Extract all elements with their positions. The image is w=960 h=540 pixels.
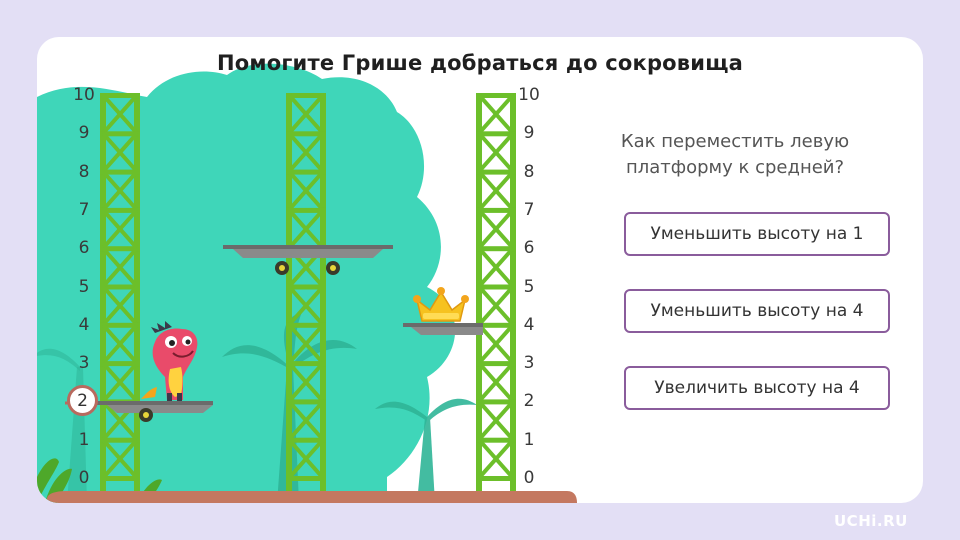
- right-platform: [403, 323, 483, 335]
- scale-tick: 3: [523, 353, 535, 374]
- current-level-badge: 2: [67, 385, 98, 416]
- scale-tick: 10: [518, 85, 540, 105]
- jungle-scene: [37, 63, 577, 503]
- scale-tick: 8: [523, 161, 535, 182]
- scale-tick: 8: [78, 161, 90, 182]
- answer-option-3[interactable]: Увеличить высоту на 4: [624, 366, 890, 410]
- scale-tick: 4: [523, 314, 535, 335]
- dinosaur-character: [141, 321, 198, 401]
- scale-tick: 5: [523, 276, 535, 297]
- scale-tick: 9: [523, 123, 535, 144]
- scale-tick: 2: [523, 391, 535, 412]
- answer-option-2[interactable]: Уменьшить высоту на 4: [624, 289, 890, 333]
- scale-tick: 3: [78, 353, 90, 374]
- page-title: Помогите Грише добраться до сокровища: [216, 51, 743, 75]
- scale-tick: 10: [73, 85, 95, 105]
- scale-tick: 4: [78, 314, 90, 335]
- scale-tick: 7: [523, 199, 535, 220]
- ground: [47, 491, 577, 503]
- scale-tick: 6: [78, 238, 90, 259]
- answer-option-1[interactable]: Уменьшить высоту на 1: [624, 212, 890, 256]
- middle-platform: [223, 245, 393, 275]
- jungle-backdrop: [37, 63, 456, 503]
- scale-tick: 5: [78, 276, 90, 297]
- lattice-tower: [100, 93, 140, 491]
- towers: [100, 93, 516, 491]
- scale-tick: 1: [523, 429, 535, 450]
- crown-icon: [413, 287, 469, 322]
- scale-tick: 7: [78, 199, 90, 220]
- scale-tick: 0: [523, 468, 535, 488]
- uchi-logo: UCHi.RU: [834, 512, 908, 530]
- question-text: Как переместить левую платформу к средне…: [620, 131, 850, 178]
- lattice-tower: [476, 93, 516, 491]
- scale-tick: 0: [78, 468, 90, 488]
- scale-tick: 6: [523, 238, 535, 259]
- scale-tick: 1: [78, 429, 90, 450]
- scale-tick: 9: [78, 123, 90, 144]
- game-card: Помогите Грише добраться до сокровища 10…: [37, 37, 923, 503]
